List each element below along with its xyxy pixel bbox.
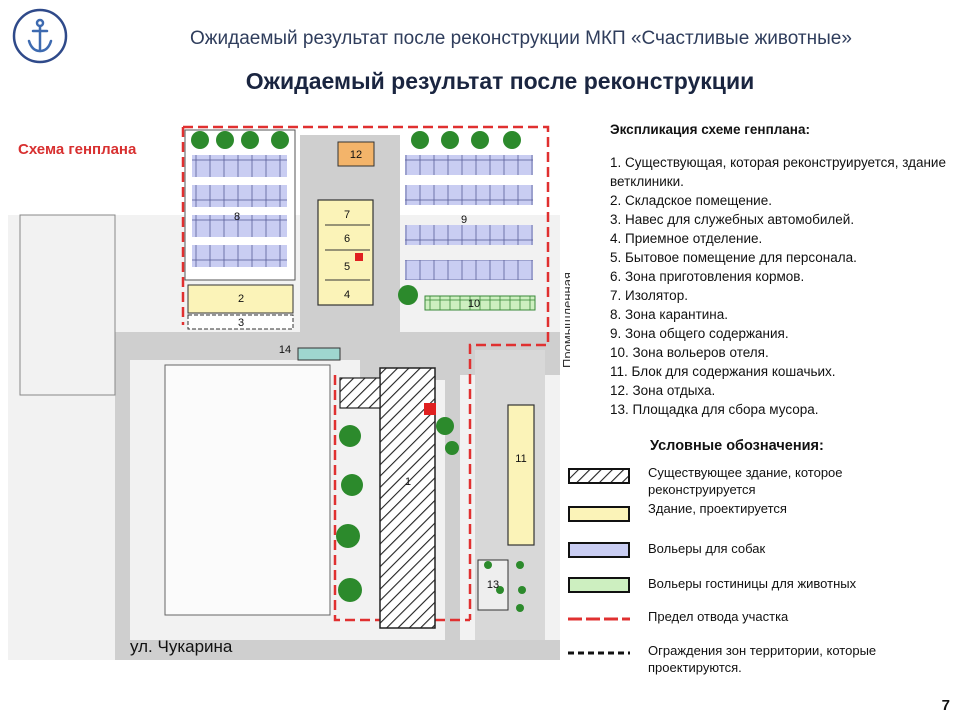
legend-title: Условные обозначения: (650, 438, 824, 454)
tree (398, 285, 418, 305)
neighbouring-plot (19, 214, 116, 396)
blue-swatch (568, 542, 630, 558)
disinfection-barrier (297, 347, 341, 361)
entry-marker (355, 253, 363, 261)
zone-number: 2 (238, 293, 244, 305)
anchor-logo (12, 8, 68, 64)
zone-number: 4 (344, 289, 350, 301)
explication-item: 5. Бытовое помещение для персонала. (610, 250, 857, 265)
dog-enclosure (405, 225, 533, 245)
zone-number: 11 (515, 453, 526, 465)
explication-item: 8. Зона карантина. (610, 307, 729, 322)
explication-item: 9. Зона общего содержания. (610, 326, 789, 341)
road-label: Промышленная (560, 272, 570, 368)
zone-number: 1 (405, 476, 411, 488)
zones-4-7-building (317, 199, 374, 306)
explication: Экспликация схеме генплана: 1. Существую… (610, 120, 960, 419)
zone-number: 5 (344, 261, 350, 273)
page-title: Ожидаемый результат после реконструкции (245, 68, 755, 94)
street-label: ул. Чукарина (130, 637, 233, 656)
neighbouring-plot (164, 364, 331, 616)
zone-11-cat-block (507, 404, 535, 546)
zone-number: 9 (461, 214, 467, 226)
tree (471, 131, 489, 149)
legend-label: Существующее здание, которое реконструир… (648, 465, 843, 497)
tree (445, 441, 459, 455)
zone-number: 14 (279, 344, 291, 356)
explication-item: 12. Зона отдыха. (610, 383, 716, 398)
explication-item: 10. Зона вольеров отеля. (610, 345, 769, 360)
site-plan: Схема генплана (8, 125, 570, 660)
tree (411, 131, 429, 149)
dog-enclosure (405, 260, 533, 280)
explication-item: 1. Существующая, которая реконструируетс… (610, 155, 946, 189)
zone-number: 3 (238, 317, 244, 329)
explication-item: 7. Изолятор. (610, 288, 688, 303)
tree (336, 524, 360, 548)
legend-label: Здание, проектируется (648, 501, 787, 516)
explication-item: 2. Складское помещение. (610, 193, 772, 208)
tree (338, 578, 362, 602)
roads (115, 332, 560, 660)
hatch-swatch (568, 468, 630, 484)
explication-title: Экспликация схеме генплана: (610, 122, 810, 137)
dog-enclosure (192, 215, 287, 237)
zone-number: 6 (344, 233, 350, 245)
scheme-label: Схема генплана (18, 141, 137, 158)
zone-12-rest (337, 141, 375, 167)
legend-label: Ограждения зон территории, которые проек… (648, 643, 877, 675)
dog-enclosure (192, 185, 287, 207)
dog-enclosure (405, 155, 533, 175)
tree (216, 131, 234, 149)
legend-label: Вольеры для собак (648, 541, 766, 556)
red-line-swatch (568, 617, 630, 621)
header-subtitle: Ожидаемый результат после реконструкции … (190, 28, 852, 49)
zone-number: 13 (487, 579, 499, 591)
dog-enclosure (405, 185, 533, 205)
explication-list: 1. Существующая, которая реконструируетс… (610, 153, 960, 419)
dog-enclosure (192, 245, 287, 267)
black-dash-swatch (568, 651, 630, 655)
zone-number: 7 (344, 209, 350, 221)
zone-number: 12 (350, 149, 362, 161)
zone-number: 8 (234, 211, 240, 223)
dog-enclosure (192, 155, 287, 177)
page-number: 7 (941, 697, 950, 714)
explication-item: 11. Блок для содержания кошачьих. (610, 364, 836, 379)
green-swatch (568, 577, 630, 593)
zone-10-hotel (424, 295, 536, 311)
zone-2-warehouse (187, 284, 294, 314)
tree (339, 425, 361, 447)
explication-item: 13. Площадка для сбора мусора. (610, 402, 819, 417)
explication-item: 6. Зона приготовления кормов. (610, 269, 805, 284)
zone-number: 10 (468, 298, 480, 310)
tree (271, 131, 289, 149)
tree (341, 474, 363, 496)
explication-item: 4. Приемное отделение. (610, 231, 763, 246)
yellow-swatch (568, 506, 630, 522)
boundary-east (183, 125, 550, 620)
legend-label: Вольеры гостиницы для животных (648, 576, 857, 591)
legend-label: Предел отвода участка (648, 609, 789, 624)
tree (241, 131, 259, 149)
tree (441, 131, 459, 149)
zone-13-garbage (477, 559, 509, 611)
tree (503, 131, 521, 149)
tree (436, 417, 454, 435)
tree (191, 131, 209, 149)
anchor-icon (27, 18, 53, 53)
entry-marker (424, 403, 436, 415)
zone-1-annex (339, 377, 381, 409)
explication-item: 3. Навес для служебных автомобилей. (610, 212, 855, 227)
zone-3-canopy (187, 314, 294, 330)
